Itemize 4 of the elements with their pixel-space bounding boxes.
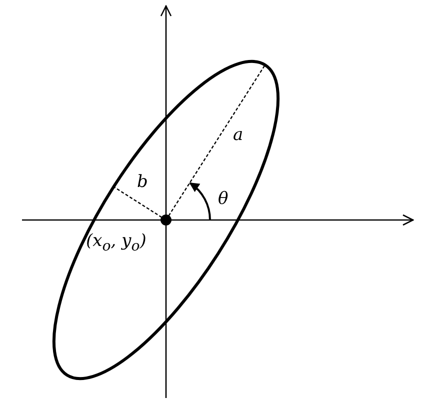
semi-major-axis-label: a xyxy=(233,127,244,144)
angle-label: θ xyxy=(218,191,228,208)
semi-minor-axis-label: b xyxy=(137,174,148,191)
center-coordinate-label: (x$_{o}$, y$_{o}$) xyxy=(86,233,146,254)
